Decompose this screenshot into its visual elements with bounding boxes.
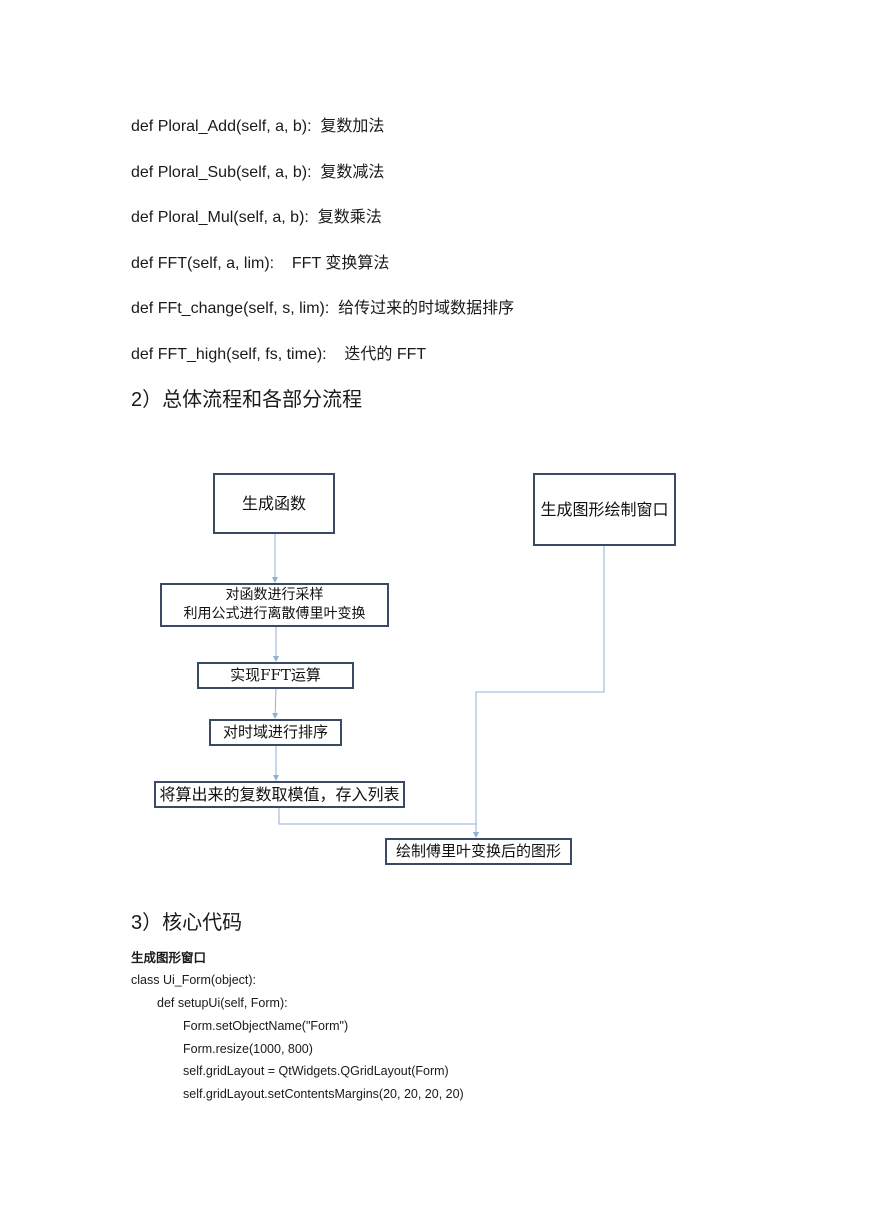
flow-box-modulus-label: 将算出来的复数取模值，存入列表 (159, 785, 400, 804)
connector-modulus-to-draw (278, 808, 479, 838)
section-heading-core-code: 3）核心代码 (131, 912, 243, 934)
function-line-fft-change: def FFt_change(self, s, lim): 给传过来的时域数据排… (131, 300, 515, 317)
flow-box-sort: 对时域进行排序 (209, 719, 342, 746)
flow-box-create-window: 生成图形绘制窗口 (533, 473, 676, 546)
section-heading-flow: 2）总体流程和各部分流程 (131, 389, 363, 411)
code-line-gridlayout: self.gridLayout = QtWidgets.QGridLayout(… (183, 1064, 449, 1078)
code-line-class: class Ui_Form(object): (131, 973, 257, 987)
flow-box-draw: 绘制傅里叶变换后的图形 (385, 838, 572, 865)
flow-box-window-label: 生成图形绘制窗口 (540, 500, 669, 519)
code-line-margins: self.gridLayout.setContentsMargins(20, 2… (183, 1087, 464, 1101)
connector-window-to-draw (475, 546, 605, 837)
flow-box-sample-line1: 对函数进行采样 (225, 587, 324, 603)
flow-box-fft-label: 实现FFT运算 (230, 666, 321, 684)
code-line-resize: Form.resize(1000, 800) (183, 1042, 313, 1056)
code-line-setobjectname: Form.setObjectName("Form") (183, 1019, 349, 1033)
connector-fft-to-sort (272, 688, 279, 719)
flow-box-sample-line2: 利用公式进行离散傅里叶变换 (183, 606, 366, 622)
flow-box-modulus: 将算出来的复数取模值，存入列表 (154, 781, 405, 808)
function-line-fft-high: def FFT_high(self, fs, time): 迭代的 FFT (131, 346, 427, 363)
flow-box-generate-function: 生成函数 (213, 473, 335, 534)
flow-box-fft: 实现FFT运算 (197, 662, 354, 689)
code-title: 生成图形窗口 (131, 951, 207, 965)
flow-box-generate-label: 生成函数 (241, 494, 306, 513)
function-line-ploral-mul: def Ploral_Mul(self, a, b): 复数乘法 (131, 209, 382, 226)
function-line-ploral-add: def Ploral_Add(self, a, b): 复数加法 (131, 118, 385, 135)
flow-box-draw-label: 绘制傅里叶变换后的图形 (395, 842, 561, 860)
flowchart-connectors (272, 534, 605, 838)
function-line-ploral-sub: def Ploral_Sub(self, a, b): 复数减法 (131, 164, 385, 181)
code-line-setupui: def setupUi(self, Form): (157, 996, 288, 1010)
flow-box-sort-label: 对时域进行排序 (222, 723, 328, 741)
flow-box-sample-dft: 对函数进行采样 利用公式进行离散傅里叶变换 (160, 583, 389, 627)
function-line-fft: def FFT(self, a, lim): FFT 变换算法 (131, 255, 390, 272)
